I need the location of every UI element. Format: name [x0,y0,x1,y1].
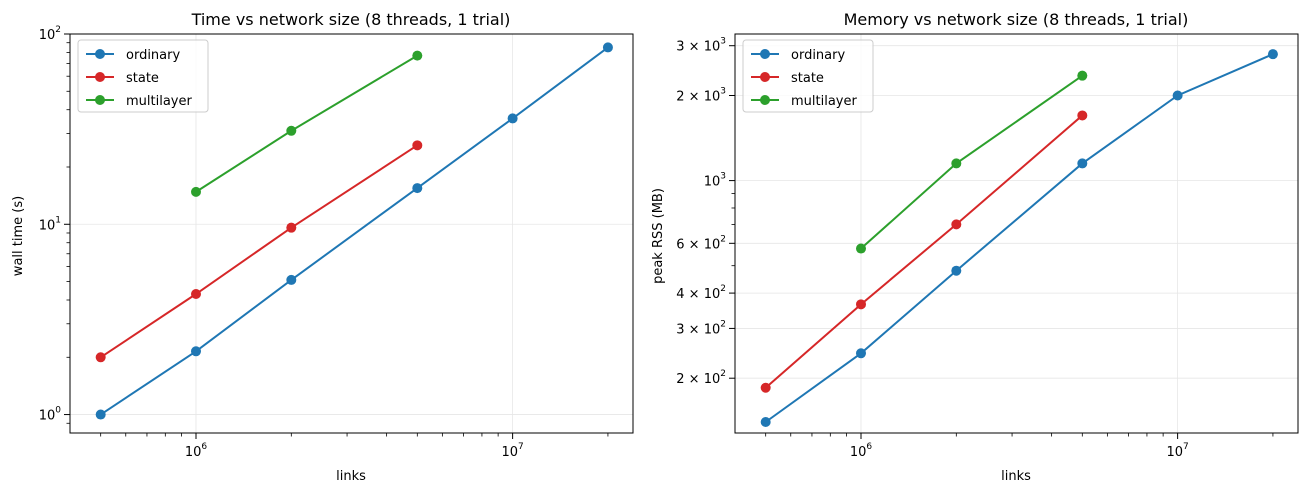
series-state [95,140,423,363]
legend-label: state [791,71,824,86]
y-tick-label: 101 [39,215,61,233]
legend-marker [95,95,105,105]
data-point [1077,70,1088,81]
data-point [855,348,866,359]
x-axis-label: links [336,469,366,484]
series-multilayer [855,70,1088,254]
data-point [951,265,962,276]
x-tick-label: 107 [501,442,523,460]
plot-frame [69,33,634,434]
legend-label: multilayer [791,94,857,109]
series-ordinary [760,49,1278,427]
data-point [760,416,771,427]
data-point [286,274,297,285]
series-line [195,54,418,193]
y-tick-label: 6 × 102 [676,234,726,252]
legend-box [77,39,209,113]
data-point [1077,158,1088,169]
data-point [951,219,962,230]
data-point [286,125,297,136]
data-point [190,289,201,300]
x-tick-label: 107 [1166,442,1188,460]
legend-entries: ordinary state multilayer [86,48,192,109]
series-line [860,74,1083,250]
series-line [765,114,1083,389]
data-point [507,113,518,124]
chart-title: Memory vs network size (8 threads, 1 tri… [844,10,1189,29]
legend: ordinary state multilayer [742,39,874,113]
y-tick-label: 4 × 102 [676,284,726,302]
y-tick-label: 102 [39,25,61,43]
data-point [951,158,962,169]
data-point [190,346,201,357]
y-tick-label: 103 [704,172,726,190]
series-state [760,110,1088,393]
series-line [100,46,609,416]
y-axis-label: peak RSS (MB) [651,188,666,284]
legend-label: state [126,71,159,86]
data-point [190,186,201,197]
data-point [602,42,613,53]
legend-box [742,39,874,113]
legend-marker [760,95,770,105]
memory-chart: Memory vs network size (8 threads, 1 tri… [651,10,1299,484]
data-point [855,243,866,254]
legend-entry: state [751,71,824,86]
data-point [1267,49,1278,60]
x-ticks: 106 107 [765,433,1274,460]
x-tick-label: 106 [185,442,208,460]
legend-marker [95,72,105,82]
legend-marker [760,72,770,82]
data-point [412,50,423,61]
data-point [760,382,771,393]
legend-marker [760,49,770,59]
series-multilayer [190,50,423,197]
y-axis-label: wall time (s) [11,196,26,276]
legend-entries: ordinary state multilayer [751,48,857,109]
legend-marker [95,49,105,59]
series-group [760,49,1278,427]
time-chart: Time vs network size (8 threads, 1 trial… [11,10,634,484]
x-tick-label: 106 [850,442,873,460]
y-tick-label: 3 × 103 [676,37,726,55]
y-tick-label: 2 × 102 [676,369,726,387]
chart-title: Time vs network size (8 threads, 1 trial… [191,10,511,29]
series-ordinary [95,42,613,420]
series-group [95,42,613,420]
data-point [95,409,106,420]
y-tick-label: 3 × 102 [676,319,726,337]
legend: ordinary state multilayer [77,39,209,113]
legend-entry: ordinary [751,48,845,63]
y-tick-label: 100 [39,406,62,424]
legend-label: multilayer [126,94,192,109]
legend-label: ordinary [791,48,845,63]
x-axis-label: links [1001,469,1031,484]
data-point [1077,110,1088,121]
data-point [1172,90,1183,101]
data-point [855,299,866,310]
series-line [100,144,418,359]
y-tick-label: 2 × 103 [676,86,726,104]
plot-frame [734,33,1299,434]
data-point [412,140,423,151]
grid [735,34,1298,433]
x-ticks: 106 107 [100,433,609,460]
data-point [95,352,106,363]
y-ticks: 100 101 102 [39,25,70,424]
legend-entry: multilayer [751,94,857,109]
data-point [286,222,297,233]
legend-entry: state [86,71,159,86]
y-ticks: 2 × 102 3 × 102 4 × 102 6 × 102 103 2 × 103 3 … [676,37,735,387]
legend-entry: ordinary [86,48,180,63]
data-point [412,183,423,194]
legend-entry: multilayer [86,94,192,109]
series-line [765,53,1274,423]
legend-label: ordinary [126,48,180,63]
